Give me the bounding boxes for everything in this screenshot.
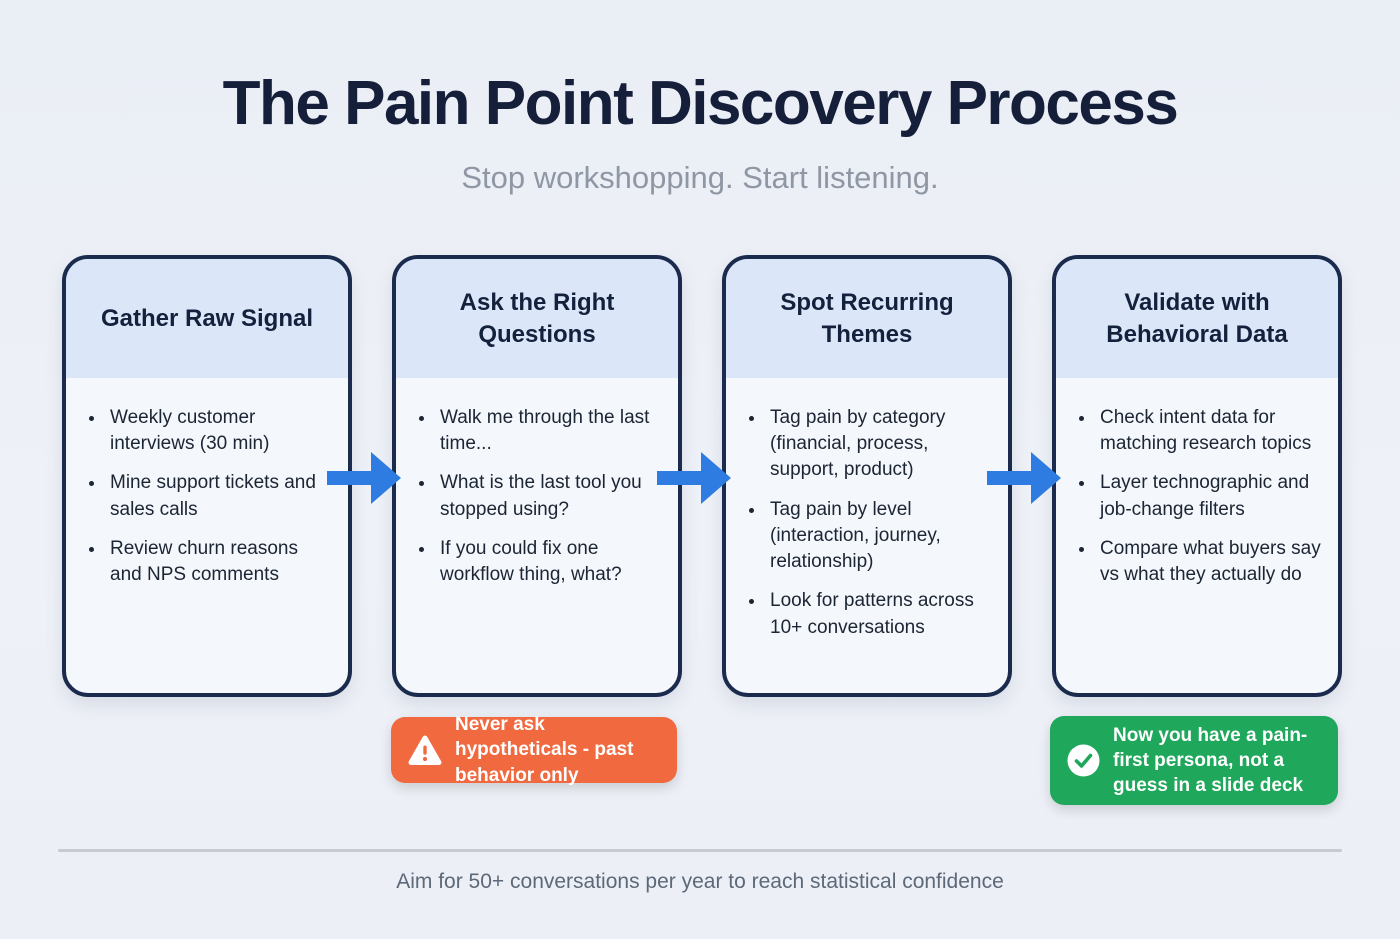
bullet-item: Layer technographic and job-change filte… — [1096, 470, 1322, 522]
page-title: The Pain Point Discovery Process — [222, 69, 1179, 138]
success-callout: Now you have a pain-first persona, not a… — [1050, 716, 1338, 805]
footer-divider — [58, 849, 1342, 852]
card-title: Validate with Behavioral Data — [1056, 259, 1338, 378]
bullet-item: Walk me through the last time... — [436, 405, 662, 457]
right-arrow-icon — [657, 452, 731, 504]
right-arrow-icon — [327, 452, 401, 504]
bullet-item: Look for patterns across 10+ conversatio… — [766, 588, 992, 640]
card-title: Ask the Right Questions — [396, 259, 678, 378]
step-card-ask-right-questions: Ask the Right Questions Walk me through … — [392, 255, 682, 697]
card-body: Check intent data for matching research … — [1056, 378, 1338, 588]
bullet-item: Tag pain by level (interaction, journey,… — [766, 497, 992, 576]
right-arrow-icon — [987, 452, 1061, 504]
warning-callout: Never ask hypotheticals - past behavior … — [391, 714, 677, 786]
step-card-validate-behavioral-data: Validate with Behavioral Data Check inte… — [1052, 255, 1342, 697]
page-subtitle: Stop workshopping. Start listening. — [461, 160, 939, 195]
card-body: Weekly customer interviews (30 min) Mine… — [66, 378, 348, 588]
card-title: Gather Raw Signal — [66, 259, 348, 378]
warning-triangle-icon — [408, 735, 442, 766]
card-body: Walk me through the last time... What is… — [396, 378, 678, 588]
warning-callout-text: Never ask hypotheticals - past behavior … — [455, 714, 634, 786]
success-callout-text: Now you have a pain-first persona, not a… — [1113, 724, 1308, 797]
step-card-gather-raw-signal: Gather Raw Signal Weekly customer interv… — [62, 255, 352, 697]
card-title: Spot Recurring Themes — [726, 259, 1008, 378]
bullet-item: Compare what buyers say vs what they act… — [1096, 536, 1322, 588]
footer-note: Aim for 50+ conversations per year to re… — [396, 870, 1004, 893]
bullet-item: If you could fix one workflow thing, wha… — [436, 536, 662, 588]
bullet-item: Check intent data for matching research … — [1096, 405, 1322, 457]
card-body: Tag pain by category (financial, process… — [726, 378, 1008, 641]
check-circle-icon — [1067, 744, 1100, 777]
bullet-item: What is the last tool you stopped using? — [436, 470, 662, 522]
bullet-item: Tag pain by category (financial, process… — [766, 405, 992, 484]
bullet-item: Review churn reasons and NPS comments — [106, 536, 332, 588]
bullet-item: Weekly customer interviews (30 min) — [106, 405, 332, 457]
step-card-spot-recurring-themes: Spot Recurring Themes Tag pain by catego… — [722, 255, 1012, 697]
bullet-item: Mine support tickets and sales calls — [106, 470, 332, 522]
